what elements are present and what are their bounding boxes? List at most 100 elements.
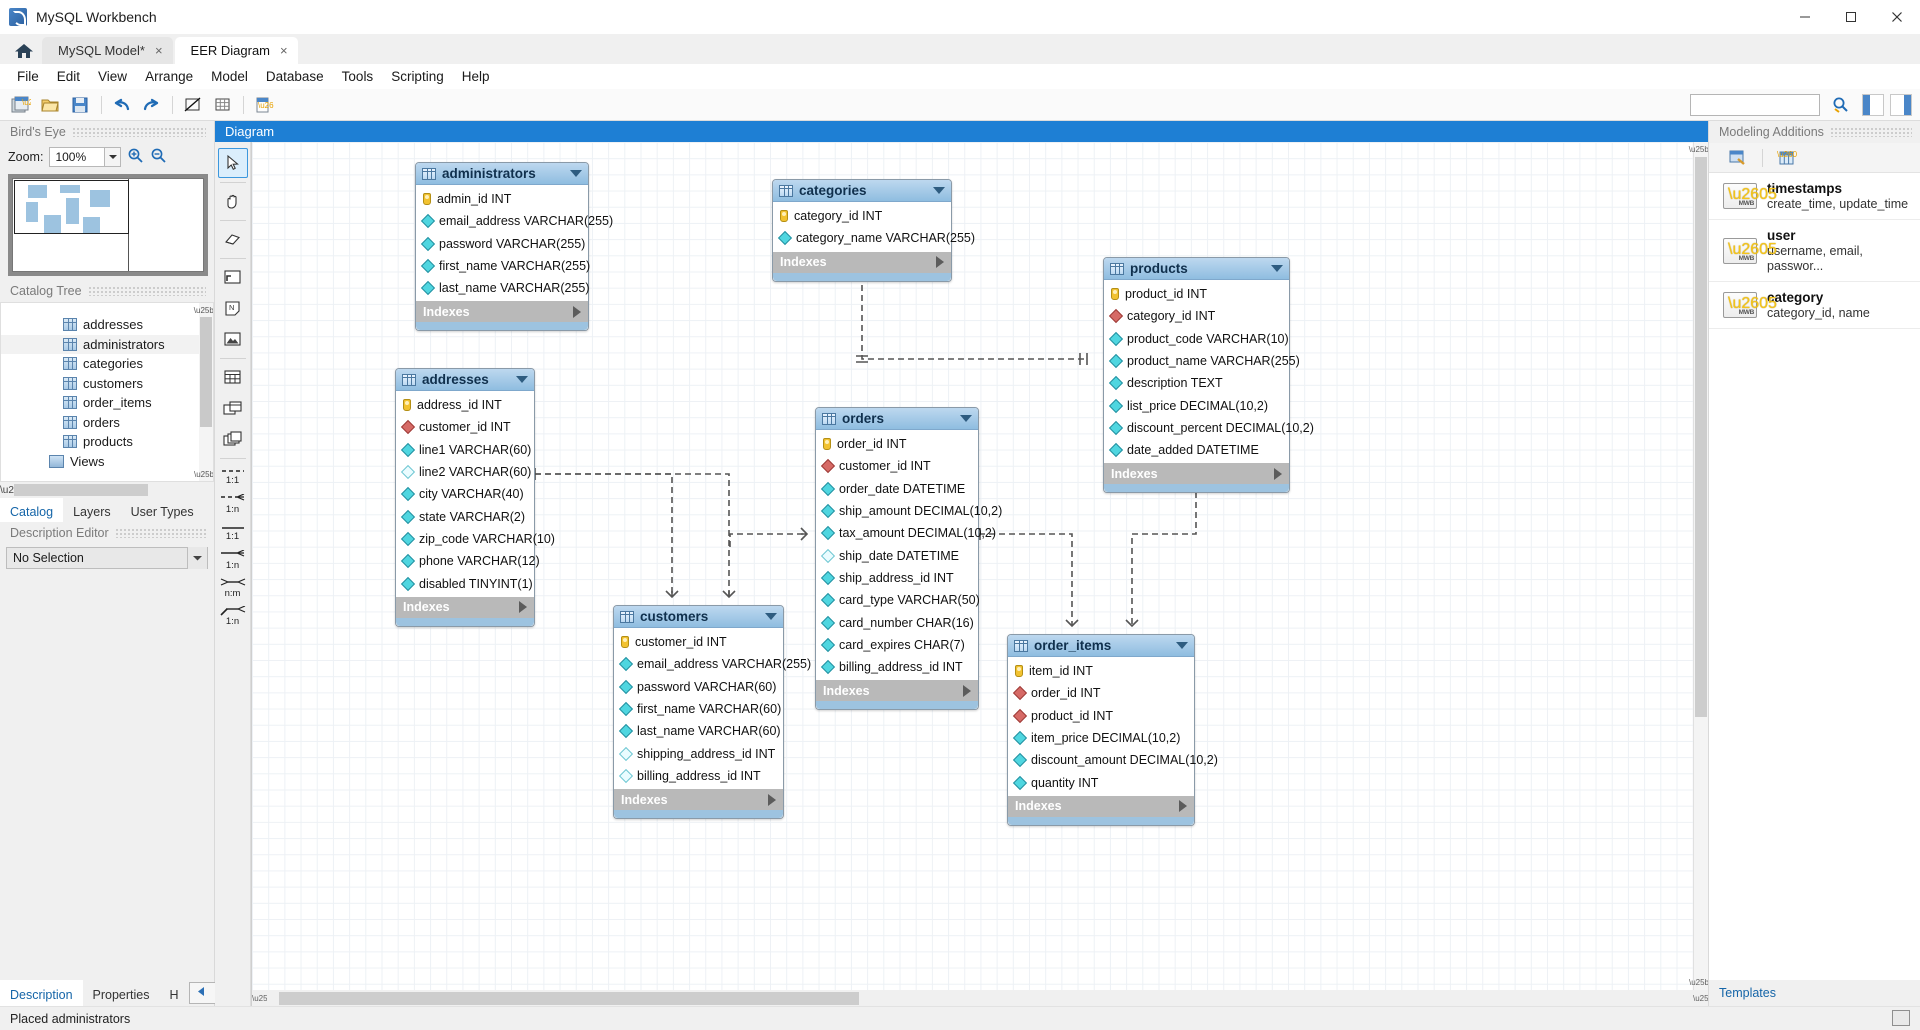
scrollbar-track[interactable] [267, 992, 1693, 1005]
erd-column[interactable]: state VARCHAR(2) [396, 505, 534, 527]
catalog-item-administrators[interactable]: administrators [1, 335, 213, 355]
relationship-1-n-nonidentifying-tool[interactable]: 1:n [218, 490, 248, 517]
save-model-icon[interactable] [68, 92, 94, 118]
scrollbar-thumb[interactable] [14, 484, 148, 496]
erd-column[interactable]: customer_id INT [614, 631, 783, 653]
erd-column[interactable]: customer_id INT [396, 416, 534, 438]
erd-column[interactable]: city VARCHAR(40) [396, 483, 534, 505]
erd-column[interactable]: category_id INT [773, 205, 951, 227]
erd-column[interactable]: password VARCHAR(60) [614, 676, 783, 698]
erd-column[interactable]: description TEXT [1104, 372, 1289, 394]
erd-column[interactable]: last_name VARCHAR(255) [416, 277, 588, 299]
expand-arrow-icon[interactable] [963, 685, 971, 697]
erd-column[interactable]: first_name VARCHAR(255) [416, 255, 588, 277]
catalog-tree[interactable]: addresses administrators categories cust… [0, 302, 214, 482]
erd-column[interactable]: card_number CHAR(16) [816, 611, 978, 633]
tab-mysql-model[interactable]: MySQL Model* × [42, 37, 173, 64]
erd-column[interactable]: order_date DATETIME [816, 478, 978, 500]
scrollbar-thumb[interactable] [200, 317, 212, 427]
minimize-button[interactable] [1782, 0, 1828, 34]
toggle-page-guides-icon[interactable] [210, 92, 236, 118]
erd-table-header[interactable]: products [1104, 258, 1289, 280]
erd-table-customers[interactable]: customers customer_id INT email_address … [613, 605, 784, 819]
scrollbar-thumb[interactable] [1695, 157, 1707, 717]
erd-column[interactable]: email_address VARCHAR(255) [416, 210, 588, 232]
tab-eer-diagram[interactable]: EER Diagram × [175, 37, 298, 64]
erd-column[interactable]: line1 VARCHAR(60) [396, 439, 534, 461]
zoom-value[interactable]: 100% [49, 147, 105, 167]
maximize-button[interactable] [1828, 0, 1874, 34]
search-input[interactable] [1690, 94, 1820, 116]
erd-column[interactable]: billing_address_id INT [816, 656, 978, 678]
templates-tab[interactable]: Templates [1709, 980, 1920, 1006]
catalog-item-customers[interactable]: customers [1, 374, 213, 394]
find-icon[interactable] [1828, 92, 1854, 118]
zoom-in-icon[interactable] [127, 147, 144, 167]
erd-column[interactable]: disabled TINYINT(1) [396, 572, 534, 594]
template-item-user[interactable]: \u2605MWB user username, email, passwor.… [1709, 220, 1920, 282]
scrollbar-thumb[interactable] [279, 992, 859, 1005]
diagram-canvas[interactable]: administrators admin_id INT email_addres… [251, 142, 1708, 1006]
pointer-tool[interactable] [218, 148, 248, 178]
erd-column[interactable]: billing_address_id INT [614, 765, 783, 787]
menu-arrange[interactable]: Arrange [136, 66, 202, 87]
expand-arrow-icon[interactable] [936, 256, 944, 268]
expand-arrow-icon[interactable] [1179, 800, 1187, 812]
erd-column[interactable]: first_name VARCHAR(60) [614, 698, 783, 720]
menu-scripting[interactable]: Scripting [382, 66, 453, 87]
scroll-left-icon[interactable]: \u25c0 [0, 485, 14, 496]
new-model-icon[interactable]: \u2605 [8, 92, 34, 118]
tab-history[interactable]: H [160, 980, 189, 1006]
erd-column[interactable]: product_id INT [1104, 283, 1289, 305]
erd-table-order-items[interactable]: order_items item_id INT order_id INT pro… [1007, 634, 1195, 826]
zoom-out-icon[interactable] [150, 147, 167, 167]
redo-icon[interactable] [139, 92, 165, 118]
scroll-right-icon[interactable]: \u25b6 [1693, 994, 1708, 1003]
chevron-down-icon[interactable] [933, 187, 945, 194]
relationship-1-n-identifying-tool[interactable]: 1:n [218, 546, 248, 573]
erd-table-addresses[interactable]: addresses address_id INT customer_id INT… [395, 368, 535, 627]
toggle-grid-icon[interactable] [180, 92, 206, 118]
relationship-1-1-identifying-tool[interactable]: 1:1 [218, 518, 248, 545]
erd-column[interactable]: ship_amount DECIMAL(10,2) [816, 500, 978, 522]
relationship-n-m-tool[interactable]: n:m [218, 574, 248, 601]
chevron-down-icon[interactable] [1271, 265, 1283, 272]
menu-database[interactable]: Database [257, 66, 333, 87]
erd-column[interactable]: ship_date DATETIME [816, 544, 978, 566]
erd-column[interactable]: order_id INT [816, 433, 978, 455]
menu-edit[interactable]: Edit [48, 66, 89, 87]
description-selection-combo[interactable]: No Selection [6, 547, 208, 569]
erd-column[interactable]: item_price DECIMAL(10,2) [1008, 727, 1194, 749]
toggle-right-panel-icon[interactable] [1890, 94, 1912, 116]
scroll-up-icon[interactable]: \u25b2 [1694, 142, 1708, 157]
erd-column[interactable]: zip_code VARCHAR(10) [396, 528, 534, 550]
template-item-timestamps[interactable]: \u2605MWB timestamps create_time, update… [1709, 173, 1920, 220]
catalog-item-addresses[interactable]: addresses [1, 315, 213, 335]
erd-table-header[interactable]: addresses [396, 369, 534, 391]
toggle-left-panel-icon[interactable] [1862, 94, 1884, 116]
expand-arrow-icon[interactable] [768, 794, 776, 806]
erd-column[interactable]: list_price DECIMAL(10,2) [1104, 394, 1289, 416]
catalog-vertical-scrollbar[interactable]: \u25b2 \u25bc [199, 303, 213, 481]
erd-table-orders[interactable]: orders order_id INT customer_id INT orde… [815, 407, 979, 710]
relationship-pick-tool[interactable]: 1:n [218, 602, 248, 629]
erd-column[interactable]: email_address VARCHAR(255) [614, 653, 783, 675]
birds-eye-view[interactable] [8, 174, 208, 276]
open-model-icon[interactable] [38, 92, 64, 118]
chevron-down-icon[interactable] [187, 547, 207, 569]
apply-template-icon[interactable] [1725, 145, 1751, 171]
expand-arrow-icon[interactable] [573, 306, 581, 318]
erd-column[interactable]: discount_percent DECIMAL(10,2) [1104, 417, 1289, 439]
catalog-item-products[interactable]: products [1, 432, 213, 452]
menu-view[interactable]: View [89, 66, 136, 87]
canvas-vertical-scrollbar[interactable]: \u25b2 \u25bc [1693, 142, 1708, 990]
chevron-down-icon[interactable] [765, 613, 777, 620]
chevron-down-icon[interactable] [105, 147, 121, 167]
erd-column[interactable]: card_expires CHAR(7) [816, 634, 978, 656]
erd-table-header[interactable]: orders [816, 408, 978, 430]
erd-table-categories[interactable]: categories category_id INT category_name… [772, 179, 952, 282]
table-tool[interactable] [218, 362, 248, 392]
home-tab[interactable] [6, 37, 42, 64]
close-button[interactable] [1874, 0, 1920, 34]
canvas-horizontal-scrollbar[interactable]: \u25c0 \u25b6 [252, 990, 1708, 1006]
